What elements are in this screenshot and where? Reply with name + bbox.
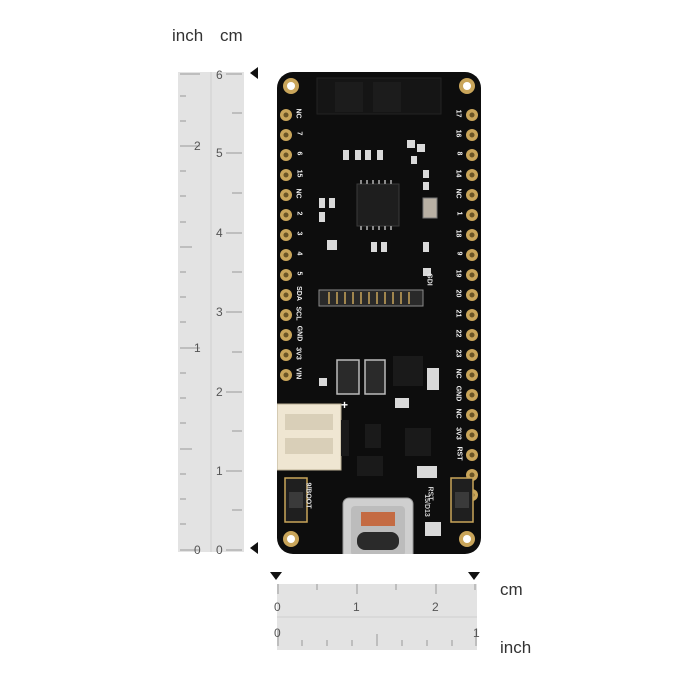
inch-unit-label: inch (172, 26, 204, 45)
pcb-outline (277, 72, 481, 554)
left-pin-label: 2 (295, 211, 303, 216)
left-pin-label: NC (294, 108, 302, 119)
left-pin-label: 6 (295, 151, 303, 156)
right-pin-label: 22 (454, 329, 462, 338)
left-pin-label: 4 (295, 251, 303, 256)
gdi-label: GDI (425, 273, 433, 286)
cm-label-1: 1 (216, 464, 223, 478)
left-pin-label: SDA (294, 286, 302, 301)
h-cm-unit-label: cm (500, 580, 523, 599)
cm-label-6: 6 (216, 68, 223, 82)
left-pin-label: 5 (295, 271, 303, 276)
right-pin-label: 16 (454, 129, 462, 138)
left-pin-label: 3V3 (294, 347, 302, 360)
pcb-board: NC 7 6 15 NC 2 3 4 5 SDA SCL GND 3V3 VIN… (277, 72, 481, 554)
left-pin-label: SCL (294, 306, 302, 321)
top-arrow-marker (250, 67, 258, 79)
right-pin-label: 18 (454, 229, 462, 238)
left-pin-label: GND (295, 325, 303, 342)
h-cm-label-2: 2 (432, 600, 439, 614)
cm-label-0: 0 (216, 543, 223, 557)
vertical-ruler-ticks (180, 72, 242, 552)
io-label: 15/D13 (422, 494, 430, 517)
cm-label-3: 3 (216, 305, 223, 319)
right-pin-label: 21 (454, 309, 462, 318)
left-pin-label: NC (294, 188, 302, 199)
right-pin-label: NC (454, 368, 462, 379)
inch-label-1: 1 (194, 341, 201, 355)
left-arrow-marker (270, 572, 282, 580)
right-pin-label: RST (455, 446, 463, 461)
battery-plus-label: + (341, 398, 349, 412)
h-inch-label-1: 1 (473, 626, 480, 640)
right-pin-label: 3V3 (454, 427, 462, 440)
right-pin-label: NC (454, 408, 462, 419)
h-cm-label-1: 1 (353, 600, 360, 614)
right-pin-label: 23 (454, 349, 462, 358)
right-pin-label: GND (454, 385, 462, 402)
horizontal-ruler: 0 1 2 0 1 (274, 584, 480, 650)
right-pin-label: 9 (455, 251, 463, 256)
h-inch-label-0: 0 (274, 626, 281, 640)
left-pin-label: 3 (295, 231, 303, 236)
h-cm-label-0: 0 (274, 600, 281, 614)
horizontal-ruler-ticks (277, 584, 477, 646)
boot-label: 9/BOOT (304, 482, 312, 509)
right-pin-label: 14 (454, 169, 462, 178)
right-pin-label: 1 (455, 211, 463, 216)
inch-label-2: 2 (194, 139, 201, 153)
left-pin-label: 15 (295, 169, 303, 178)
cm-label-4: 4 (216, 226, 223, 240)
bottom-arrow-marker (250, 542, 258, 554)
right-pin-label: 8 (455, 151, 463, 156)
left-pin-label: 7 (295, 131, 303, 136)
inch-label-0: 0 (194, 543, 201, 557)
right-pin-label: 19 (454, 269, 462, 278)
cm-label-5: 5 (216, 146, 223, 160)
right-arrow-marker (468, 572, 480, 580)
right-pin-label: NC (454, 188, 462, 199)
cm-label-2: 2 (216, 385, 223, 399)
cm-unit-label: cm (220, 26, 243, 45)
h-inch-unit-label: inch (500, 638, 532, 657)
right-pin-label: 17 (454, 109, 462, 118)
right-pin-label: 20 (454, 289, 462, 298)
vertical-ruler: 2 1 0 6 5 4 3 2 1 0 (178, 68, 244, 557)
left-pin-label: VIN (294, 367, 302, 380)
